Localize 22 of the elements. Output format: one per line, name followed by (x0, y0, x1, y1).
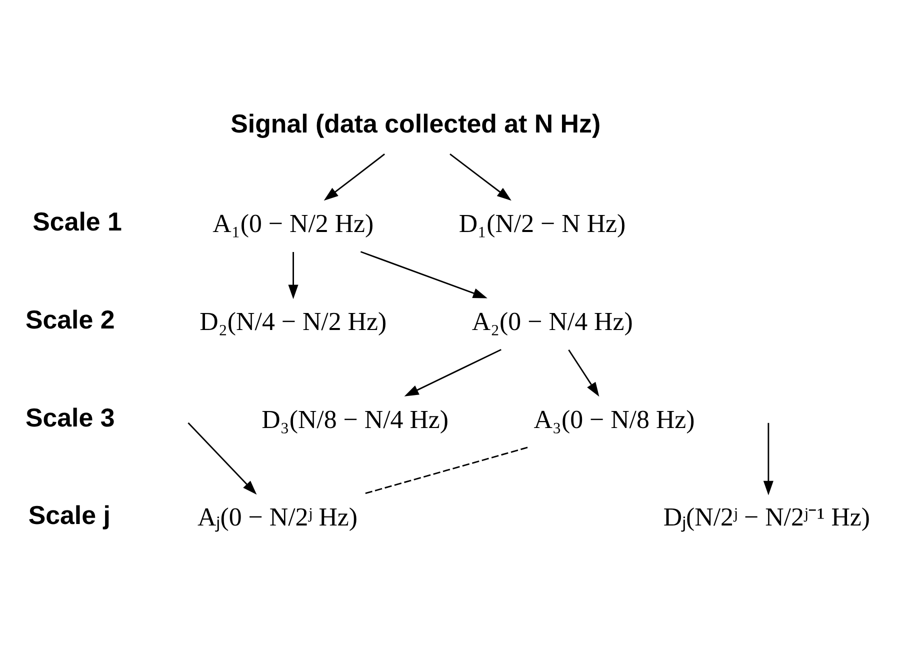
node-text: Aⱼ(0 − N/2ʲ Hz) (198, 502, 358, 532)
label: Scale 2 (25, 306, 115, 334)
node-text: Signal (data collected at N Hz) (230, 110, 601, 138)
arrow (568, 349, 600, 396)
node-text: A₃(0 − N/8 Hz) (534, 404, 695, 434)
arrow (763, 422, 774, 495)
node-text: Dⱼ(N/2ʲ − N/2ʲ⁻¹ Hz) (663, 502, 870, 532)
node-text: D₃(N/8 − N/4 Hz) (262, 404, 449, 434)
arrow (188, 422, 257, 494)
label: Scale 1 (32, 208, 122, 236)
node-text: A₂(0 − N/4 Hz) (472, 306, 633, 336)
arrow (450, 153, 512, 200)
arrow (288, 252, 298, 299)
arrow (360, 250, 488, 298)
connector (365, 446, 528, 494)
label: Scale j (28, 502, 110, 530)
arrow (404, 348, 502, 396)
node-text: D₂(N/4 − N/2 Hz) (200, 306, 387, 336)
node-text: A₁(0 − N/2 Hz) (212, 208, 374, 238)
arrow (324, 153, 385, 200)
node-text: D₁(N/2 − N Hz) (458, 208, 626, 238)
label: Scale 3 (25, 404, 115, 432)
